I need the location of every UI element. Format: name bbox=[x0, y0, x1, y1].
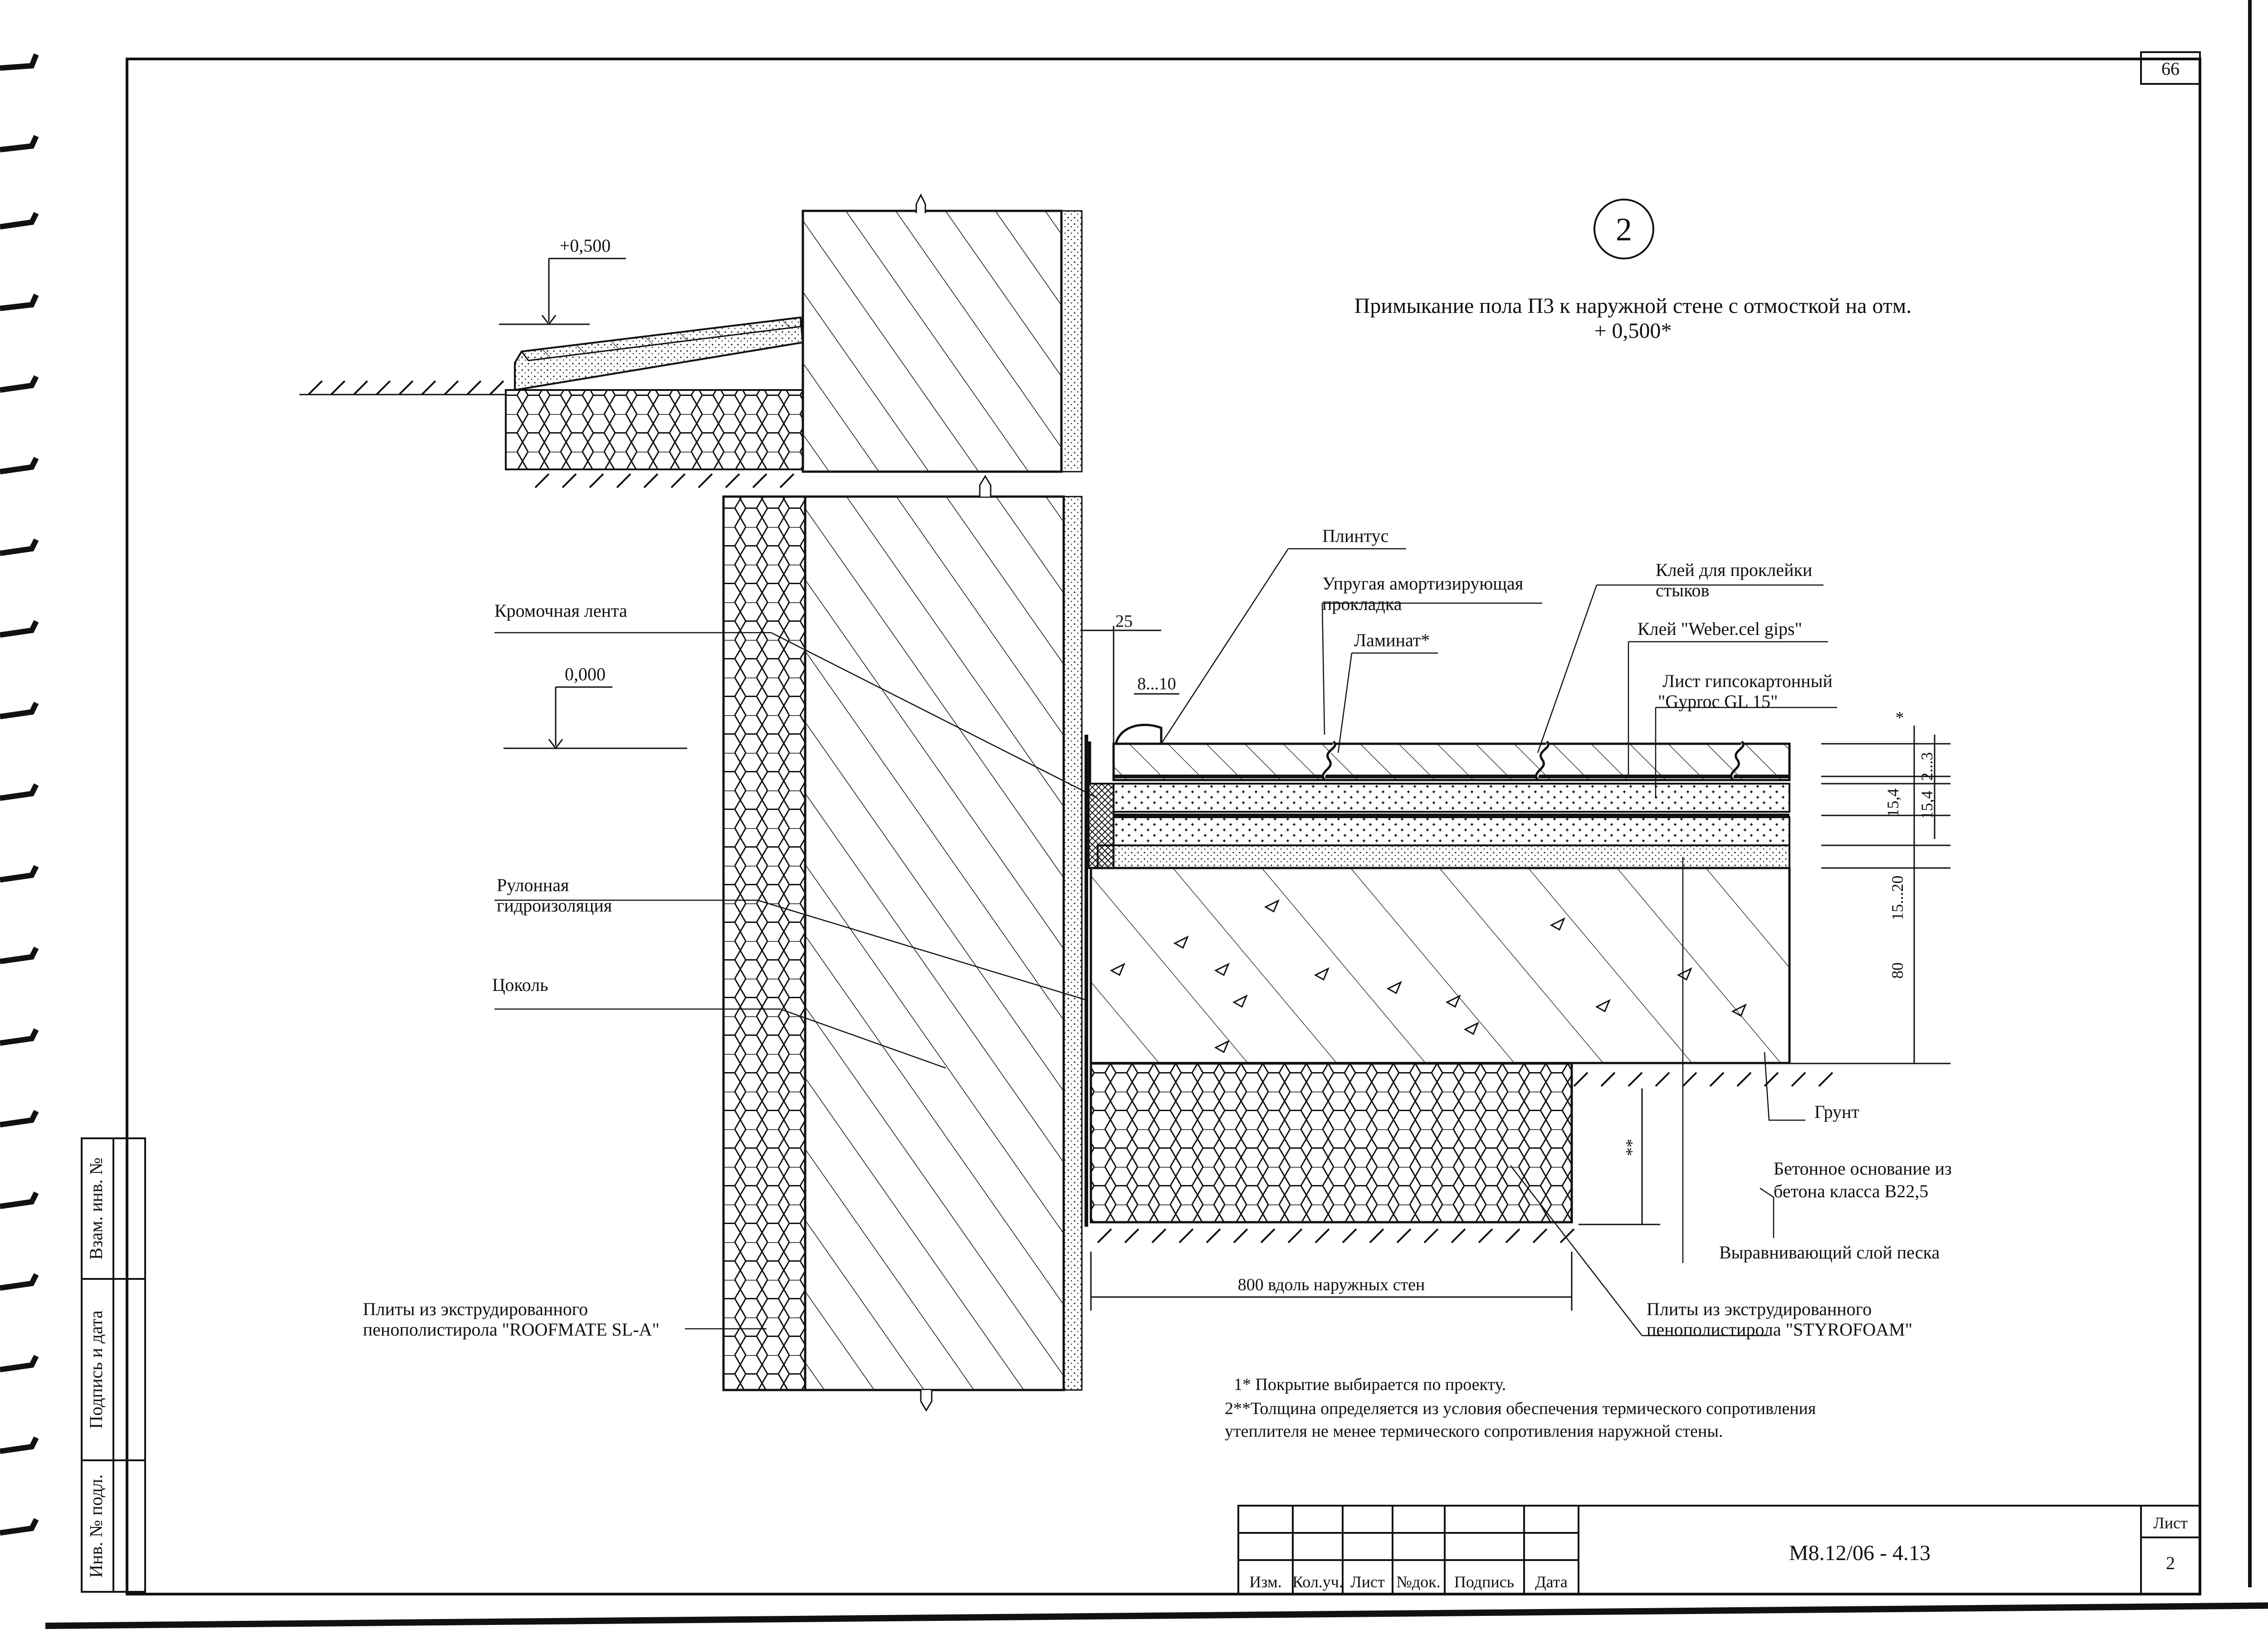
dim-star: * bbox=[1896, 708, 1904, 727]
sheet-number-top: 66 bbox=[2161, 59, 2180, 79]
tb-col-ndok: №док. bbox=[1396, 1573, 1440, 1591]
tb-col-data: Дата bbox=[1535, 1573, 1568, 1591]
note-2: 2**Толщина определяется из условия обесп… bbox=[1225, 1399, 1816, 1418]
label-joint-glue-2: стыков bbox=[1656, 580, 1709, 600]
label-waterproofing-1: Рулонная bbox=[497, 875, 569, 895]
stamp-inv: Инв. № подл. bbox=[86, 1474, 106, 1578]
label-styrofoam-2: пенополистирола "STYROFOAM" bbox=[1647, 1319, 1912, 1340]
title-line1: Примыкание пола П3 к наружной стене с от… bbox=[1354, 294, 1911, 318]
detail-number: 2 bbox=[1616, 211, 1632, 248]
tb-col-podpis: Подпись bbox=[1454, 1573, 1514, 1591]
tb-col-list: Лист bbox=[1350, 1573, 1385, 1591]
bottom-scan-edge bbox=[45, 1602, 2268, 1629]
level-lower-text: 0,000 bbox=[565, 664, 606, 684]
title-block bbox=[1237, 1505, 2201, 1595]
label-weber: Клей "Weber.cel gips" bbox=[1637, 619, 1802, 639]
dim-80: 80 bbox=[1888, 962, 1906, 979]
label-plinth: Плинтус bbox=[1322, 526, 1388, 546]
label-styrofoam-1: Плиты из экструдированного bbox=[1647, 1299, 1872, 1319]
floor-buildup bbox=[1088, 724, 1791, 1064]
level-upper-text: +0,500 bbox=[560, 235, 611, 256]
stamp-vzam: Взам. инв. № bbox=[86, 1157, 106, 1259]
label-laminate: Ламинат* bbox=[1354, 630, 1430, 650]
label-concrete-2: бетона класса B22,5 bbox=[1774, 1181, 1928, 1201]
label-concrete-1: Бетонное основание из bbox=[1774, 1158, 1952, 1179]
leader-lines bbox=[494, 548, 1837, 1336]
outer-frame bbox=[126, 58, 2201, 1595]
label-roofmate-1: Плиты из экструдированного bbox=[363, 1299, 588, 1319]
label-sand: Выравнивающий слой песка bbox=[1719, 1242, 1940, 1263]
dim-25: 25 bbox=[1115, 612, 1133, 631]
dim-2-3: 2...3 bbox=[1918, 752, 1936, 781]
dimension-chain-right bbox=[1579, 726, 1950, 1225]
label-damping-1: Упругая амортизирующая bbox=[1322, 573, 1523, 594]
lower-wall bbox=[722, 475, 1088, 1412]
tb-sheet-label: Лист bbox=[2153, 1514, 2188, 1532]
tb-col-koluch: Кол.уч. bbox=[1292, 1573, 1343, 1591]
label-waterproofing-2: гидроизоляция bbox=[497, 895, 612, 916]
dim-800-text: 800 вдоль наружных стен bbox=[1238, 1275, 1425, 1294]
dim-15-4a: 15,4 bbox=[1884, 789, 1902, 817]
dim-8-10: 8...10 bbox=[1137, 674, 1176, 693]
tb-col-izm: Изм. bbox=[1249, 1573, 1282, 1591]
detail-circle bbox=[1593, 199, 1654, 259]
level-lower: 0,000 bbox=[503, 664, 687, 750]
styrofoam-slab bbox=[1090, 1062, 1851, 1244]
tb-sheet-value: 2 bbox=[2166, 1553, 2175, 1573]
title-line2: + 0,500* bbox=[1594, 319, 1672, 343]
stamp-podpis: Подпись и дата bbox=[86, 1310, 106, 1429]
level-upper: +0,500 bbox=[499, 235, 626, 326]
tb-designation: М8.12/06 - 4.13 bbox=[1789, 1541, 1931, 1565]
dim-15-20: 15...20 bbox=[1888, 876, 1906, 921]
note-3: утеплителя не менее термического сопроти… bbox=[1225, 1422, 1723, 1441]
gap-dimensions bbox=[1081, 626, 1179, 744]
label-edge-tape: Кромочная лента bbox=[494, 600, 627, 621]
label-joint-glue-1: Клей для проклейки bbox=[1656, 560, 1812, 580]
upper-wall bbox=[802, 193, 1083, 473]
label-gypsum-1: Лист гипсокартонный bbox=[1662, 671, 1833, 691]
label-plinth-wall: Цоколь bbox=[492, 975, 548, 995]
sheet-number-box bbox=[2140, 51, 2201, 85]
dim-800-line bbox=[1090, 1252, 1573, 1311]
label-gypsum-2: "Gyproc GL 15" bbox=[1658, 691, 1778, 712]
dim-15-4b: 15,4 bbox=[1918, 791, 1936, 819]
binding-marks bbox=[0, 53, 39, 1536]
dim-double-star: ** bbox=[1623, 1139, 1642, 1156]
label-roofmate-2: пенополистирола "ROOFMATE SL-A" bbox=[363, 1319, 660, 1340]
side-stamp bbox=[81, 1137, 146, 1593]
note-1: 1* Покрытие выбирается по проекту. bbox=[1234, 1375, 1506, 1394]
blind-area bbox=[299, 316, 804, 488]
label-damping-2: прокладка bbox=[1322, 594, 1402, 614]
label-ground: Грунт bbox=[1814, 1102, 1859, 1122]
